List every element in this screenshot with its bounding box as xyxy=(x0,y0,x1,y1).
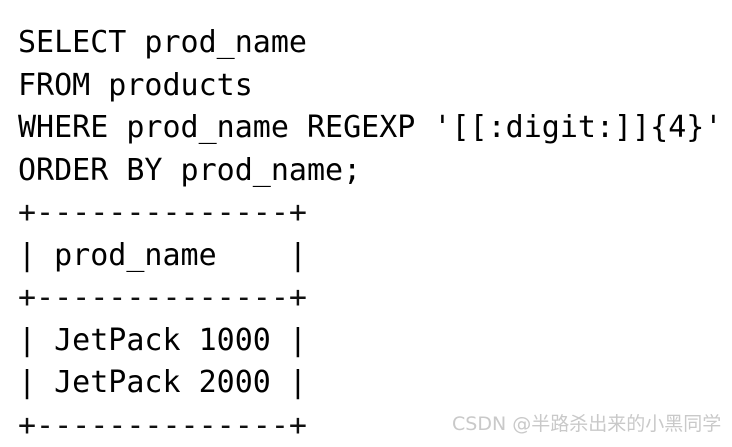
sql-console-output: SELECT prod_name FROM products WHERE pro… xyxy=(18,22,732,447)
result-table-top-rule: +--------------+ xyxy=(18,195,307,230)
sql-query-line-select: SELECT prod_name xyxy=(18,25,307,60)
result-table-header-rule: +--------------+ xyxy=(18,280,307,315)
result-table-row: | JetPack 2000 | xyxy=(18,365,307,400)
sql-query-line-from: FROM products xyxy=(18,67,253,103)
result-table-header-row: | prod_name | xyxy=(18,237,307,273)
csdn-watermark: CSDN @半路杀出来的小黑同学 xyxy=(452,413,722,435)
result-table-bottom-rule: +--------------+ xyxy=(18,407,307,443)
sql-query-line-where: WHERE prod_name REGEXP '[[:digit:]]{4}' xyxy=(18,110,723,145)
result-table-row: | JetPack 1000 | xyxy=(18,322,307,358)
sql-query-line-order-by: ORDER BY prod_name; xyxy=(18,152,362,188)
